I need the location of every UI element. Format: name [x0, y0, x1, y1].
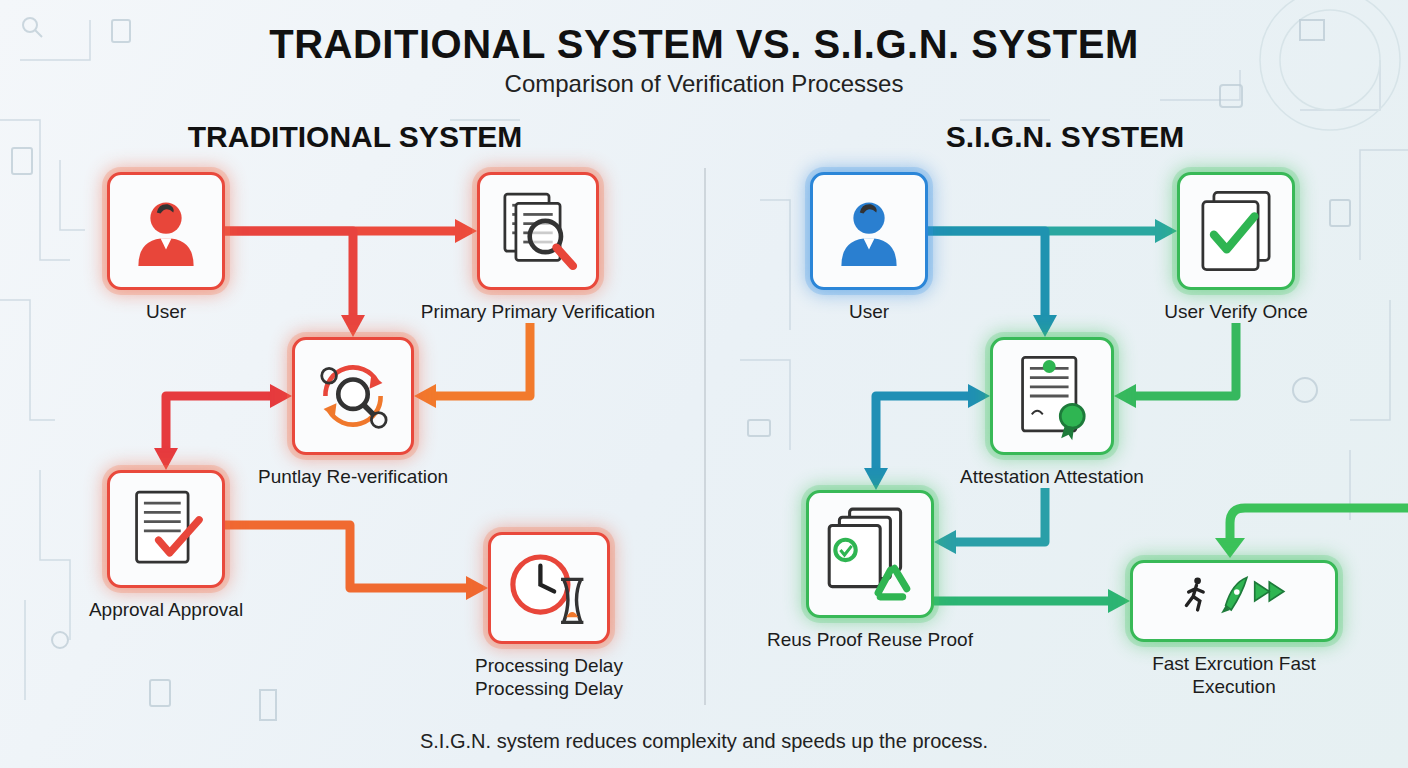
icon: [823, 185, 915, 277]
icon-tile: [806, 490, 934, 618]
icon: [501, 545, 597, 631]
icon-tile: [107, 470, 225, 588]
node-label: Attestation Attestation: [932, 465, 1172, 488]
flow-arrow: [225, 525, 476, 588]
icon: [120, 483, 212, 575]
incoming-arrow: [1215, 508, 1408, 558]
node-label: Reus Proof Reuse Proof: [750, 628, 990, 651]
icon: [1190, 185, 1282, 277]
flow-arrow: [928, 231, 1045, 325]
flow-arrow: [1126, 323, 1236, 396]
icon-node: User Verify Once: [1177, 172, 1295, 323]
divider: [704, 168, 706, 705]
icon-node: Fast Exrcution Fast Execution: [1130, 560, 1338, 698]
icon: [120, 185, 212, 277]
icon-tile: [1130, 560, 1338, 642]
icon: [1143, 573, 1325, 629]
title: TRADITIONAL SYSTEM VS. S.I.G.N. SYSTEM: [0, 22, 1408, 67]
flow-arrow: [946, 488, 1045, 542]
flow-arrow: [934, 597, 1118, 606]
flow-arrow: [166, 396, 280, 458]
caption: S.I.G.N. system reduces complexity and s…: [0, 730, 1408, 753]
icon-tile: [477, 172, 599, 290]
flow-arrow: [426, 323, 530, 396]
node-label: Puntlay Re-verification: [233, 465, 473, 488]
flow-arrow: [876, 396, 978, 478]
node-label: Primary Primary Verification: [418, 300, 658, 323]
section-heading: S.I.G.N. SYSTEM: [946, 120, 1184, 154]
icon-node: Approval Approval: [107, 470, 225, 621]
icon: [1003, 350, 1101, 442]
flow-arrow: [225, 231, 353, 325]
icon-node: Reus Proof Reuse Proof: [806, 490, 934, 651]
icon: [305, 350, 401, 442]
icon-node: Puntlay Re-verification: [292, 337, 414, 488]
icon-node: Primary Primary Verification: [477, 172, 599, 323]
subtitle: Comparison of Verification Processes: [0, 70, 1408, 98]
icon-node: Attestation Attestation: [990, 337, 1114, 488]
icon-tile: [990, 337, 1114, 455]
icon-tile: [292, 337, 414, 455]
icon-tile: [810, 172, 928, 290]
node-label: Fast Exrcution Fast Execution: [1114, 652, 1354, 698]
icon-tile: [488, 532, 610, 644]
node-label: User: [749, 300, 989, 323]
icon-node: User: [810, 172, 928, 323]
icon: [490, 185, 586, 277]
icon-node: Processing Delay Processing Delay: [488, 532, 610, 700]
icon: [819, 503, 921, 605]
node-label: Approval Approval: [46, 598, 286, 621]
icon-node: User: [107, 172, 225, 323]
icon-tile: [1177, 172, 1295, 290]
node-label: User: [46, 300, 286, 323]
node-label: User Verify Once: [1116, 300, 1356, 323]
node-label: Processing Delay Processing Delay: [429, 654, 669, 700]
icon-tile: [107, 172, 225, 290]
section-heading: TRADITIONAL SYSTEM: [188, 120, 522, 154]
